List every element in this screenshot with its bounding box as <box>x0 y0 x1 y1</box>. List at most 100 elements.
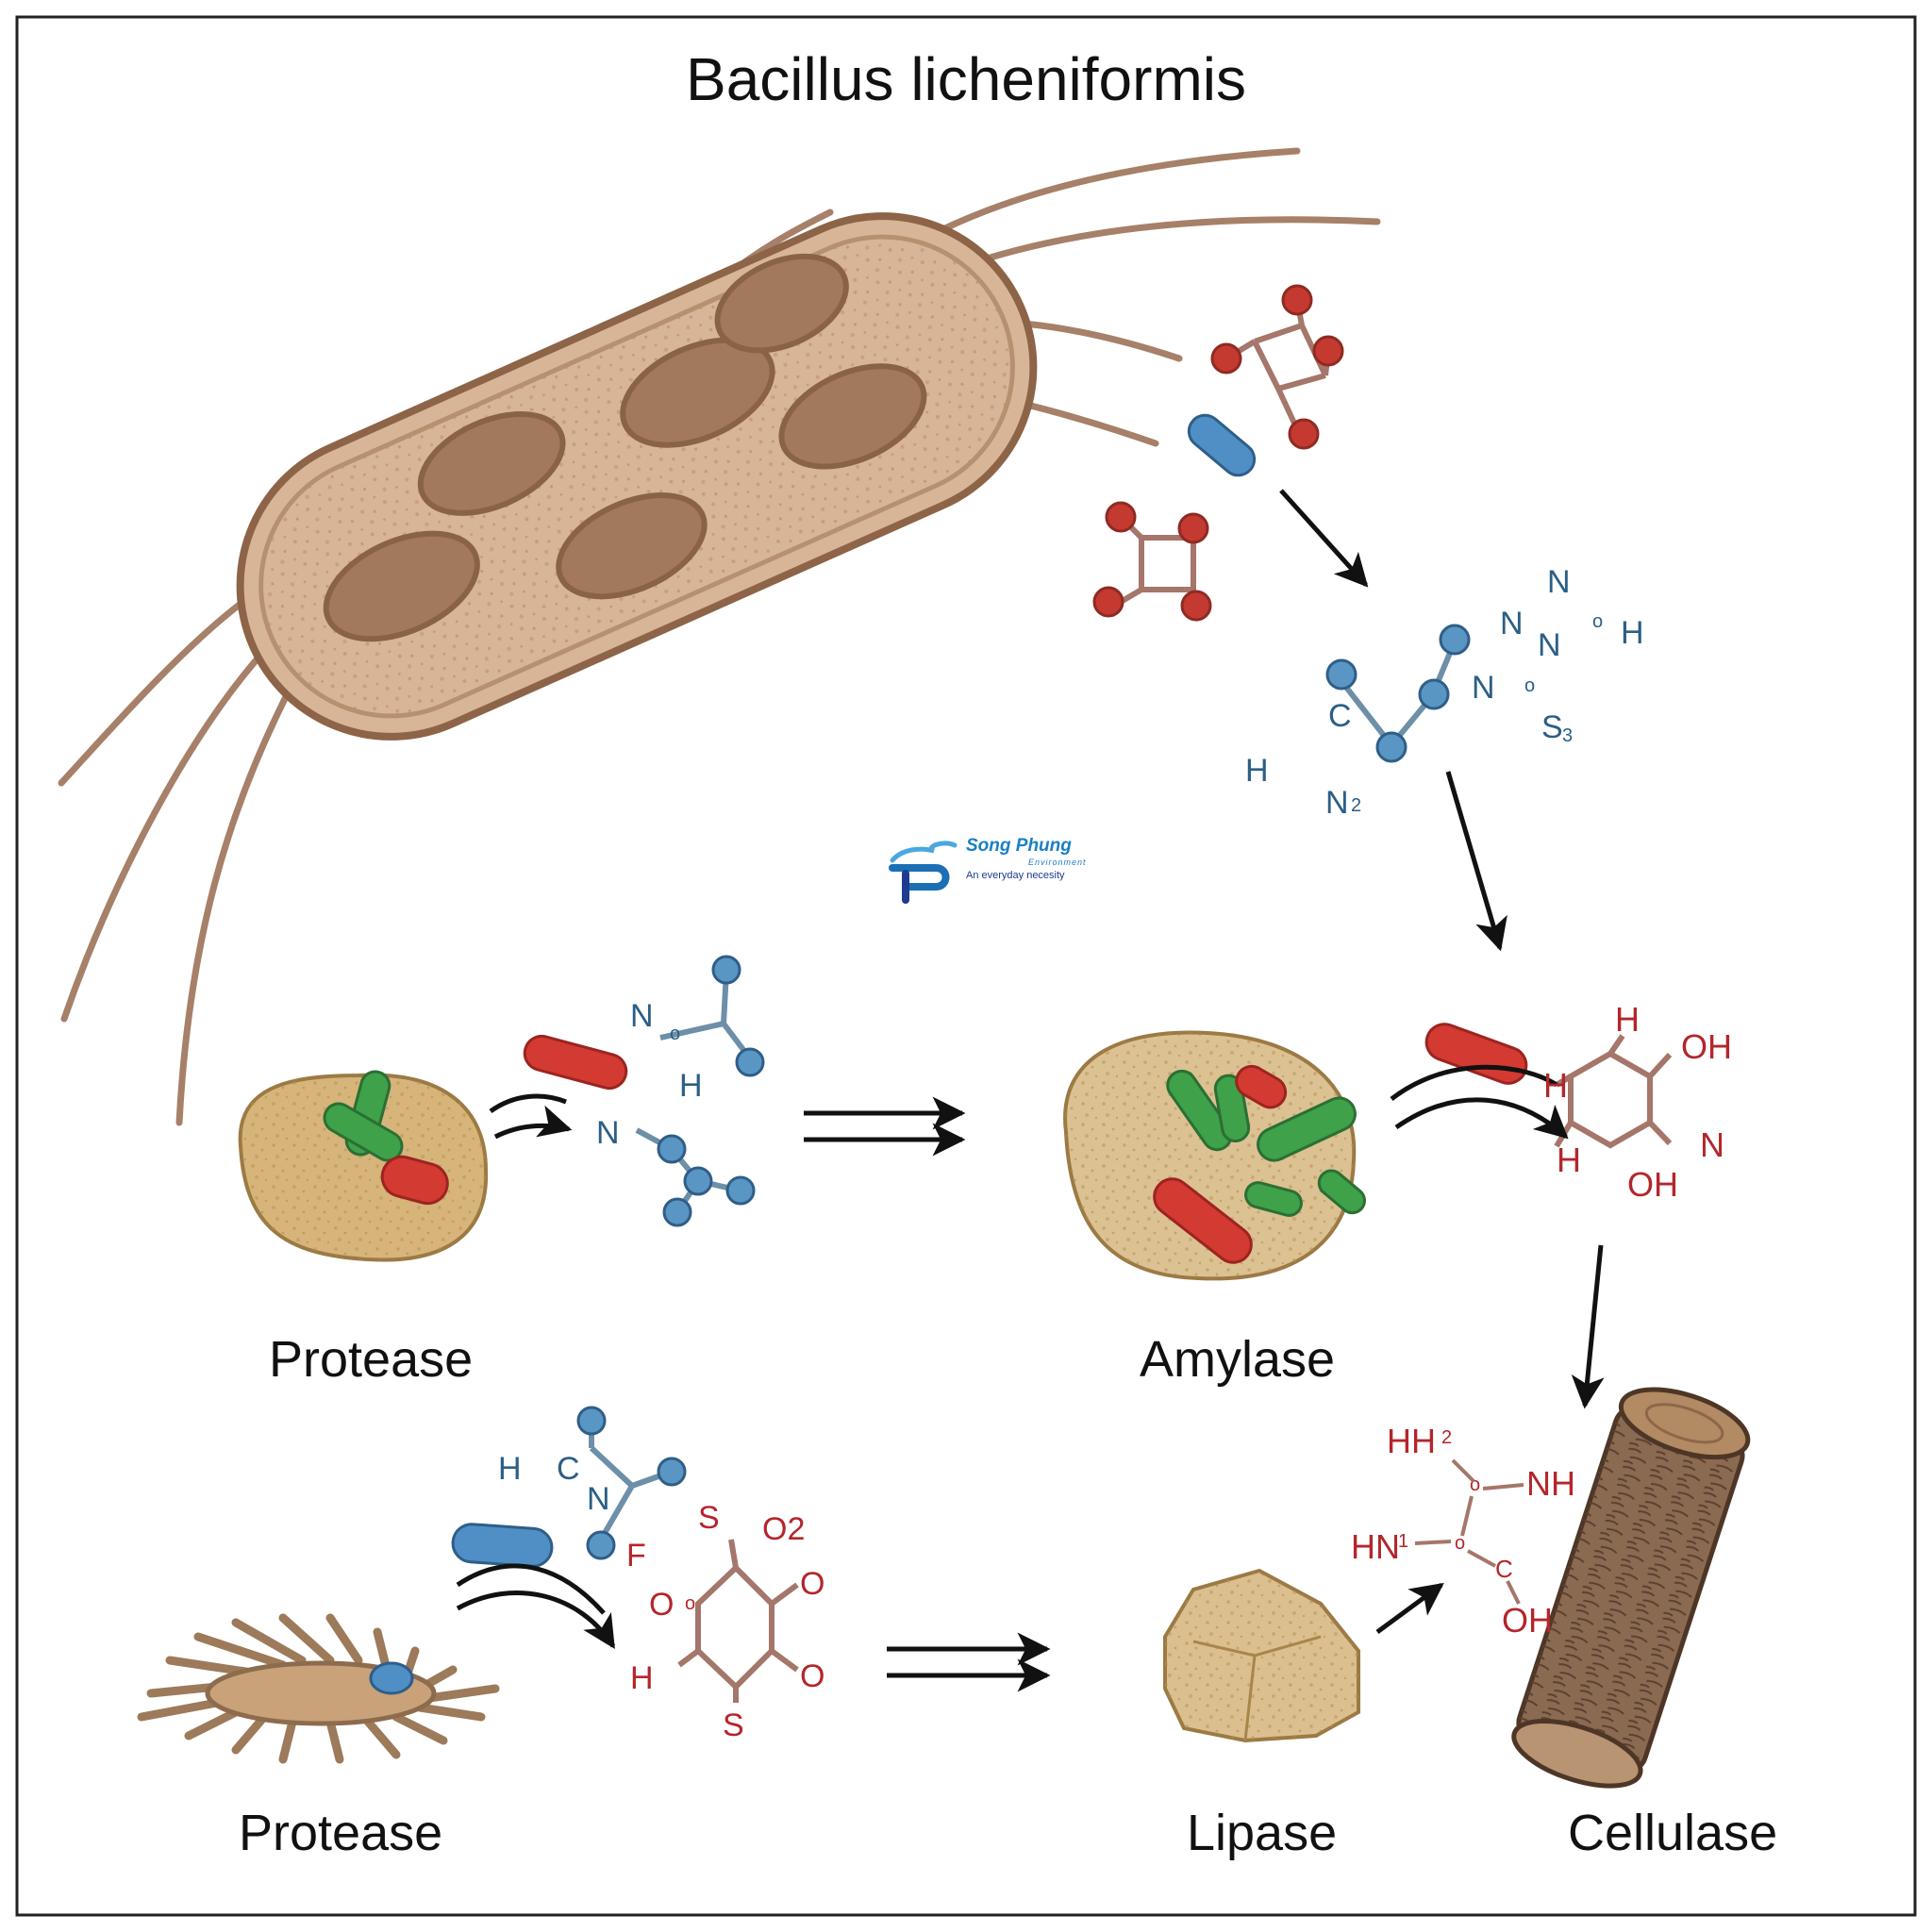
chem-atom: H <box>498 1451 522 1487</box>
chem-atom: H <box>1621 615 1644 651</box>
chem-atom: NH <box>1526 1464 1575 1503</box>
arrow <box>1445 771 1507 952</box>
chem-atom: S <box>723 1707 744 1743</box>
label-amylase: Amylase <box>1140 1331 1336 1388</box>
blue-chain-molecule <box>1325 624 1471 763</box>
spore <box>417 410 566 516</box>
chem-atom: N <box>1500 606 1524 641</box>
logo-name: Song Phung <box>966 836 1072 856</box>
chem-atom: o <box>1592 611 1603 632</box>
phenol-ring <box>1568 1050 1653 1149</box>
square-molecule-bottom <box>1092 501 1212 622</box>
chem-atom: N <box>1472 670 1495 706</box>
chem-atom: H <box>1557 1141 1581 1179</box>
chem-atom: o <box>1455 1533 1465 1554</box>
chem-atom: N <box>596 1115 620 1151</box>
chem-atom: 3 <box>1562 725 1573 746</box>
chem-atom: H <box>630 1660 654 1696</box>
spore <box>620 337 775 448</box>
blue-group-upper: N N o H N N o S 3 H C N 2 <box>1245 564 1644 821</box>
chem-atom: C <box>1495 1555 1513 1583</box>
blue-molecule-center <box>659 955 765 1077</box>
curved-arrow <box>489 1093 567 1114</box>
curved-arrow <box>493 1105 573 1140</box>
bacterium-cytoplasm <box>258 234 1015 719</box>
square-molecule-top <box>1210 284 1344 450</box>
label-cellulase: Cellulase <box>1568 1805 1778 1861</box>
chem-atom: C <box>557 1451 580 1487</box>
chem-atom: H <box>1245 753 1269 789</box>
chem-atom: OH <box>1627 1165 1678 1204</box>
diagram-title: Bacillus licheniformis <box>686 45 1246 113</box>
red-rod-enzyme <box>1424 1023 1528 1085</box>
chem-atom: N <box>1325 785 1349 821</box>
frame-border <box>15 15 1917 1917</box>
chem-atom: 2 <box>1441 1427 1452 1448</box>
chem-atom: HH <box>1387 1422 1436 1460</box>
protease-particle-bottom <box>137 1613 500 1764</box>
label-lipase: Lipase <box>1187 1805 1338 1861</box>
curved-arrow <box>456 1563 606 1615</box>
cellulase-particle <box>1511 1387 1751 1789</box>
chem-atom: S <box>1541 709 1563 745</box>
bacterium <box>58 147 1381 1126</box>
lipase-particle <box>1163 1568 1360 1743</box>
spore <box>556 491 708 600</box>
chem-atom: F <box>626 1538 646 1574</box>
label-protease-bottom: Protease <box>239 1805 443 1861</box>
chem-atom: OH <box>1681 1027 1732 1066</box>
chem-atom: C <box>1328 698 1352 734</box>
chem-atom: HN <box>1351 1527 1400 1566</box>
logo-tagline: An everyday necesity <box>966 870 1065 881</box>
arrow <box>1375 1582 1444 1635</box>
chem-atom: O <box>800 1566 824 1602</box>
reaction-arrows <box>456 489 1605 1692</box>
amylase-particle <box>1063 1030 1366 1281</box>
chem-atom: N <box>1547 564 1571 600</box>
red-amine: HH 2 o NH HN 1 o C OH <box>1351 1422 1575 1640</box>
chem-atom: N <box>587 1481 610 1517</box>
spore <box>778 363 927 470</box>
quinone-ring <box>695 1563 774 1691</box>
blue-chain-center <box>635 1127 756 1227</box>
chem-atom: OH <box>1502 1601 1553 1640</box>
amine-bonds <box>1414 1458 1524 1605</box>
curved-arrow <box>1394 1097 1569 1140</box>
chem-atom: O <box>800 1658 824 1694</box>
chem-atom: 2 <box>1351 795 1361 816</box>
logo-subtitle: Environment <box>1028 858 1087 867</box>
red-phenol: H OH H N H OH <box>1543 1000 1732 1204</box>
chem-atom: 1 <box>1398 1531 1408 1552</box>
chem-atom: O2 <box>762 1511 805 1547</box>
chem-atom: O <box>649 1587 674 1623</box>
arrow <box>1279 489 1369 588</box>
blue-small-bottom: H C N <box>498 1451 610 1517</box>
chem-atom: o <box>670 1024 680 1044</box>
curved-arrow <box>1390 1064 1558 1101</box>
chem-atom: H <box>679 1068 703 1104</box>
curved-arrow <box>456 1590 616 1649</box>
logo-mark <box>889 841 958 904</box>
chem-atom: N <box>1538 627 1561 663</box>
red-rod-enzyme <box>523 1034 628 1091</box>
protease-particle-top <box>238 1070 489 1262</box>
chem-atom: o <box>685 1593 695 1614</box>
chem-atom: H <box>1615 1000 1640 1039</box>
spore <box>714 253 849 354</box>
blue-group-left: N o H N <box>596 998 703 1151</box>
spore <box>323 530 480 642</box>
chem-atom: H <box>1543 1066 1568 1105</box>
chem-atom: o <box>1524 675 1535 696</box>
chem-atom: S <box>698 1500 720 1536</box>
chem-atom: N <box>1700 1125 1724 1164</box>
red-quinone: S O2 F O o O H O S <box>626 1500 824 1743</box>
arrow <box>1571 1244 1605 1409</box>
chem-atom: N <box>630 998 654 1034</box>
blue-molecule-bottom <box>576 1406 687 1560</box>
blue-rod-enzyme <box>1187 413 1257 477</box>
chem-atom: o <box>1470 1474 1480 1495</box>
label-protease-top: Protease <box>269 1331 474 1388</box>
blue-rod-enzyme <box>451 1523 554 1568</box>
